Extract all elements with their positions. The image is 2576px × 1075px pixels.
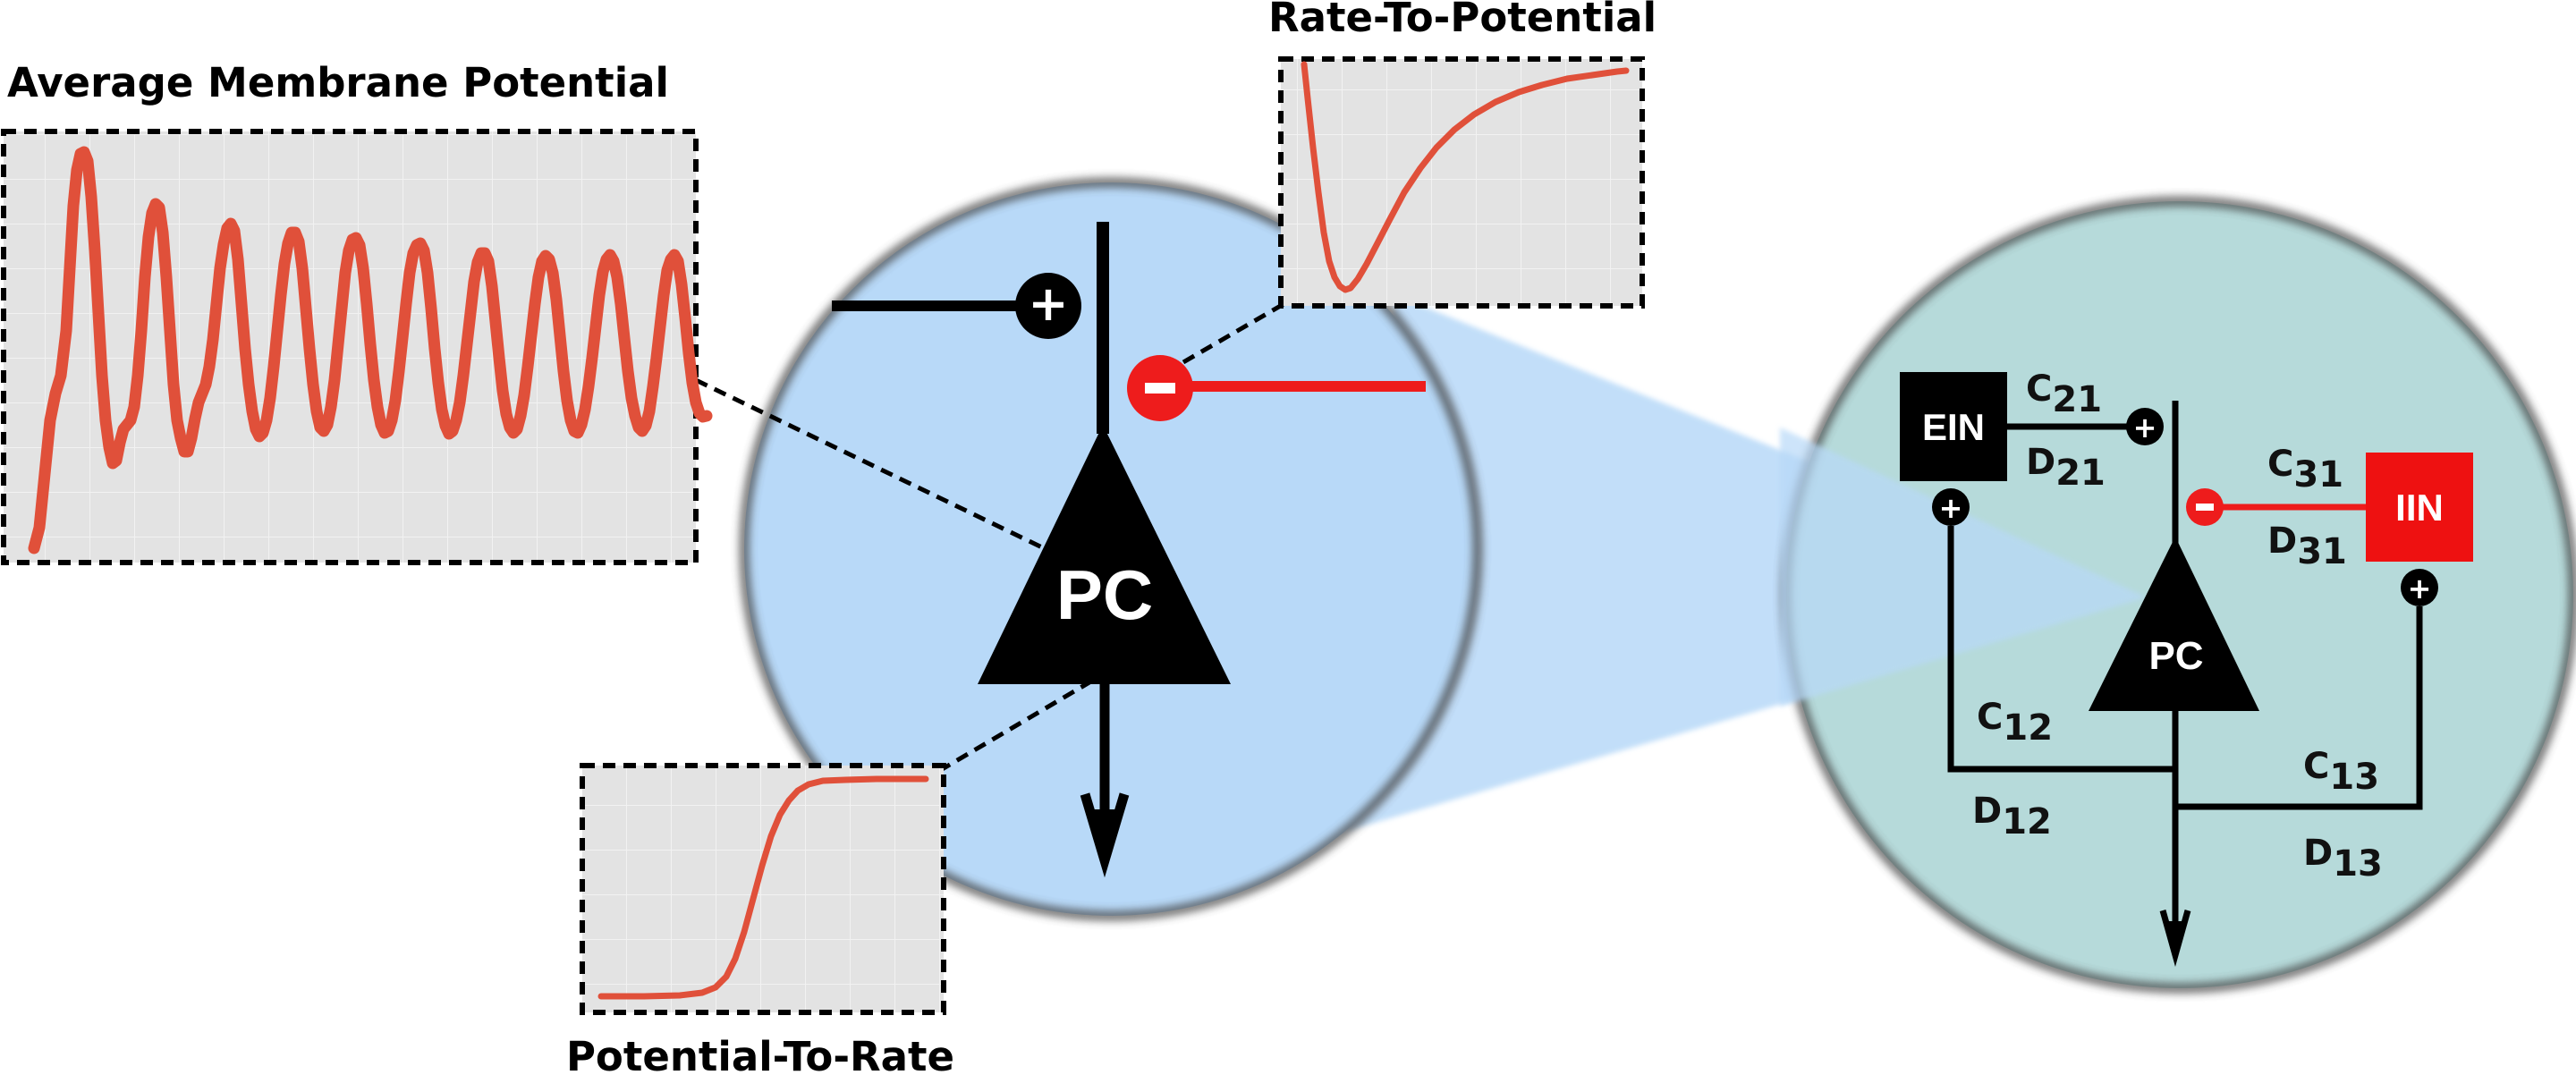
label-d31: D31 [2267, 521, 2347, 572]
axon-arrowhead-large [1091, 809, 1118, 859]
ein-to-pc-synapse-icon [2126, 408, 2164, 445]
axon-arrow-small-icon [2159, 910, 2191, 967]
title-rate-to-potential: Rate-To-Potential [1268, 0, 1657, 41]
ein-label: EIN [1922, 406, 1985, 448]
title-potential-to-rate: Potential-To-Rate [566, 1033, 954, 1075]
label-c21: C21 [2026, 368, 2102, 420]
label-c12: C12 [1977, 697, 2053, 749]
iin-to-pc-minus [2196, 504, 2214, 511]
zoom-beam [1319, 295, 2147, 839]
ein-node [1900, 372, 2007, 481]
rate-to-potential-curve [1301, 61, 1630, 293]
pc-to-ein-plus: + [1939, 491, 1963, 525]
excitatory-synapse-icon [1015, 273, 1081, 339]
inset-potential-to-rate [580, 763, 946, 1015]
label-d13: D13 [2303, 833, 2383, 885]
axon-arrow-large-icon [1080, 792, 1130, 878]
axon-arrowhead-small [2168, 921, 2182, 952]
pc-to-ein-line [1947, 526, 2175, 773]
excitatory-synapse-plus: + [1028, 275, 1068, 332]
pc-to-iin-synapse-icon [2401, 569, 2438, 606]
pc-soma-small [2089, 537, 2259, 711]
pc-label-small: PC [2148, 634, 2203, 678]
pc-label-large: PC [1056, 555, 1153, 634]
pc-soma-large [978, 425, 1231, 684]
title-average-membrane-potential: Average Membrane Potential [7, 59, 669, 106]
label-c31: C31 [2267, 444, 2343, 495]
label-d21: D21 [2026, 442, 2106, 494]
zoom-beam-overlay [1780, 427, 2147, 707]
potential-to-rate-curve [597, 775, 929, 1000]
leader-lines [694, 301, 1285, 774]
microcircuit: EIN + + IIN + PC C21 D21 C31 D31 C12 D12 [1900, 368, 2473, 967]
inset-average-membrane-potential [1, 129, 713, 565]
pc-to-ein-synapse-icon [1932, 488, 1970, 526]
membrane-potential-curve [28, 146, 713, 554]
label-c13: C13 [2303, 746, 2379, 798]
pc-to-iin-line [2175, 606, 2423, 810]
iin-node [2366, 453, 2473, 562]
pc-to-iin-plus: + [2408, 571, 2432, 605]
pc-neuron-large: + PC [832, 222, 1426, 878]
inhibitory-synapse-minus [1145, 383, 1175, 394]
inset-rate-to-potential [1278, 56, 1645, 309]
iin-label: IIN [2395, 487, 2444, 529]
ein-to-pc-plus: + [2133, 411, 2157, 444]
label-d12: D12 [1972, 791, 2052, 842]
